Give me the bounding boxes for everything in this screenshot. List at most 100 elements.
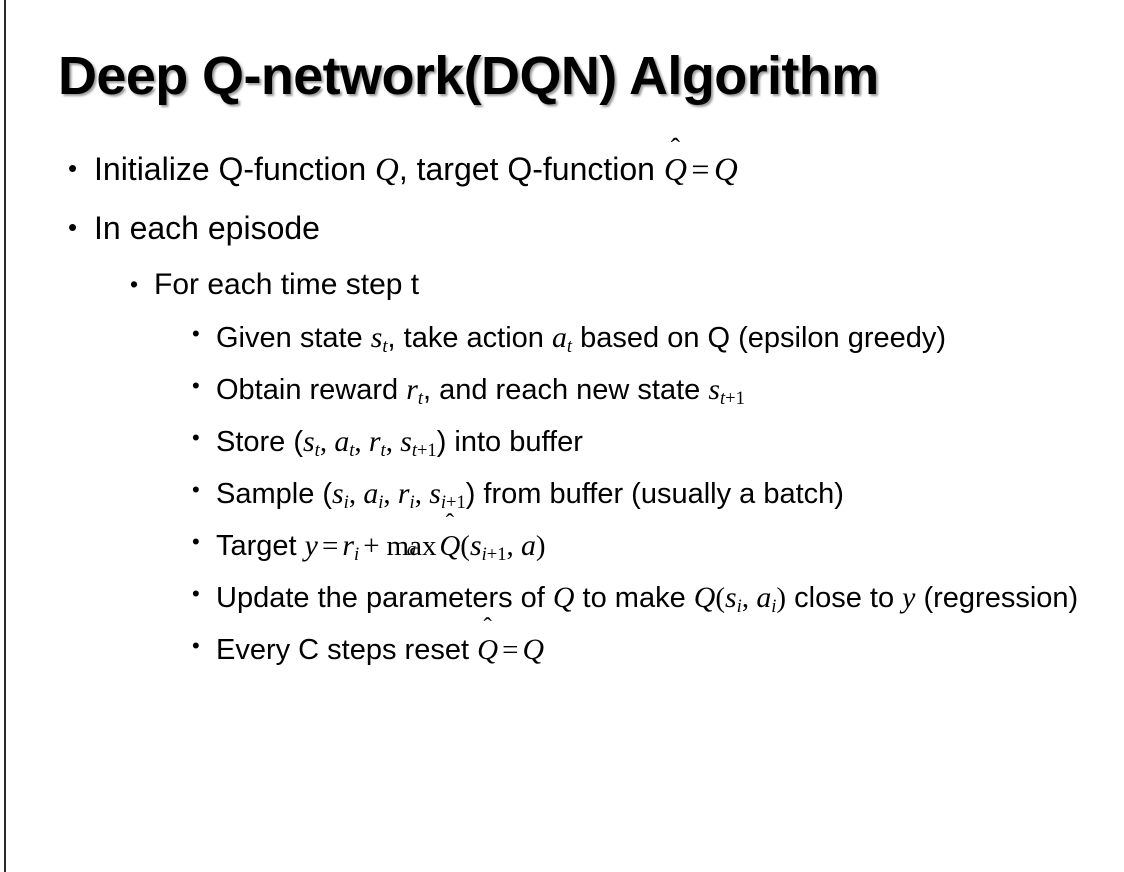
math-var-q: Q <box>663 151 687 187</box>
math-subscript: i <box>378 492 384 514</box>
math-var-q: Q <box>375 152 399 188</box>
math-subscript: i <box>481 544 487 566</box>
math-paren-open: ( <box>715 582 726 614</box>
text-fragment: (regression) <box>915 582 1079 614</box>
math-subscript: t <box>719 388 726 410</box>
math-var-r: r <box>368 425 381 458</box>
math-operator-equals: = <box>691 151 710 187</box>
math-subscript: +1 <box>486 544 507 566</box>
math-var-s: s <box>332 477 344 510</box>
list-item: • Sample (si, ai, ri, si+1) from buffer … <box>0 471 1124 517</box>
text-fragment: Sample ( <box>216 478 333 510</box>
list-item-text: Obtain reward rt, and reach new state st… <box>216 367 1101 413</box>
list-item-text: Update the parameters of Q to make Q(si,… <box>216 575 1101 621</box>
max-label: max <box>386 530 437 562</box>
bullet-icon: • <box>192 321 200 346</box>
text-fragment: based on Q (epsilon greedy) <box>572 322 947 354</box>
bullet-icon: • <box>192 425 200 450</box>
math-var-s: s <box>429 477 441 510</box>
bullet-icon: • <box>192 633 200 658</box>
math-var-q-hat: ̂Q <box>439 524 460 569</box>
math-subscript: i <box>343 492 349 514</box>
list-item: • In each episode <box>0 207 1124 249</box>
list-item: • Store (st, at, rt, st+1) into buffer <box>0 419 1124 465</box>
text-fragment: Update the parameters of <box>216 582 553 614</box>
math-var-a: a <box>520 529 536 562</box>
math-subscript: t <box>380 440 386 462</box>
list-item-text: Given state st, take action at based on … <box>216 315 1101 361</box>
bullet-icon: • <box>68 153 78 183</box>
math-subscript: t <box>417 388 423 410</box>
math-subscript: +1 <box>725 388 745 410</box>
math-var-r: r <box>406 373 418 406</box>
list-item: • Update the parameters of Q to make Q(s… <box>0 575 1124 621</box>
text-fragment: , <box>741 582 757 614</box>
math-var-q-hat: ̂Q <box>664 148 687 190</box>
math-subscript: i <box>354 544 360 566</box>
math-var-s: s <box>469 529 482 562</box>
math-subscript: i <box>440 492 446 514</box>
math-paren-close: ) <box>535 530 546 562</box>
list-item: • Given state st, take action at based o… <box>0 315 1124 361</box>
list-item-text: In each episode <box>94 210 320 246</box>
text-fragment: , <box>383 478 398 510</box>
bullet-icon: • <box>192 529 200 554</box>
math-subscript: i <box>736 596 742 618</box>
math-subscript: +1 <box>416 440 437 462</box>
math-var-q: Q <box>713 152 738 188</box>
list-item-text: Initialize Q-function Q, target Q-functi… <box>94 148 1054 191</box>
math-var-y: y <box>304 529 318 562</box>
math-var-r: r <box>397 477 410 510</box>
math-var-s: s <box>725 581 737 614</box>
text-fragment: , <box>385 426 401 458</box>
text-fragment: , <box>348 478 364 510</box>
text-fragment: , <box>319 426 335 458</box>
math-subscript: i <box>409 492 415 514</box>
list-item: • Target y=ri+maxâQ(si+1, a) <box>0 523 1124 569</box>
math-subscript: t <box>411 440 417 462</box>
text-fragment: , <box>414 478 430 510</box>
list-item: • Every C steps reset ̂Q=Q <box>0 627 1124 673</box>
math-var-q: Q <box>439 530 461 562</box>
math-var-a: a <box>334 425 350 458</box>
list-item-text: Every C steps reset ̂Q=Q <box>216 627 1101 673</box>
math-var-s: s <box>400 425 412 458</box>
math-var-a: a <box>756 581 772 614</box>
text-fragment: Every C steps reset <box>216 634 478 666</box>
text-fragment: , <box>354 426 369 458</box>
text-fragment: Obtain reward <box>216 374 407 406</box>
list-item-text: Sample (si, ai, ri, si+1) from buffer (u… <box>216 471 1101 517</box>
list-item-text: For each time step t <box>154 268 420 301</box>
math-var-y: y <box>902 581 916 614</box>
bullet-icon: • <box>192 373 200 398</box>
math-var-q: Q <box>477 634 499 666</box>
bullet-icon: • <box>68 212 78 242</box>
math-var-s: s <box>370 321 383 354</box>
math-subscript: t <box>349 440 355 462</box>
math-var-a: a <box>363 477 379 510</box>
math-var-r: r <box>342 529 355 562</box>
slide-body-list: • Initialize Q-function Q, target Q-func… <box>0 148 1124 679</box>
list-item: • Initialize Q-function Q, target Q-func… <box>0 148 1124 191</box>
bullet-icon: • <box>192 477 200 502</box>
math-var-s: s <box>708 373 720 406</box>
math-operator-equals: = <box>502 634 519 666</box>
math-var-q: Q <box>522 633 545 666</box>
math-operator-plus: + <box>363 530 380 562</box>
math-var-q-hat: ̂Q <box>477 628 498 673</box>
math-var-s: s <box>303 425 315 458</box>
text-fragment: Given state <box>216 322 371 354</box>
math-subscript: +1 <box>445 492 466 514</box>
page-title: Deep Q-network(DQN) Algorithm <box>58 46 879 106</box>
text-fragment: ) from buffer (usually a batch) <box>465 478 844 510</box>
text-fragment: , take action <box>387 322 552 354</box>
text-fragment: close to <box>786 582 903 614</box>
bullet-icon: • <box>130 271 139 297</box>
math-var-q: Q <box>552 581 575 614</box>
bullet-icon: • <box>192 581 200 606</box>
text-fragment: to make <box>574 582 694 614</box>
list-item: • For each time step t <box>0 265 1124 305</box>
text-fragment: , <box>506 530 521 562</box>
math-subscript: t <box>382 336 388 358</box>
